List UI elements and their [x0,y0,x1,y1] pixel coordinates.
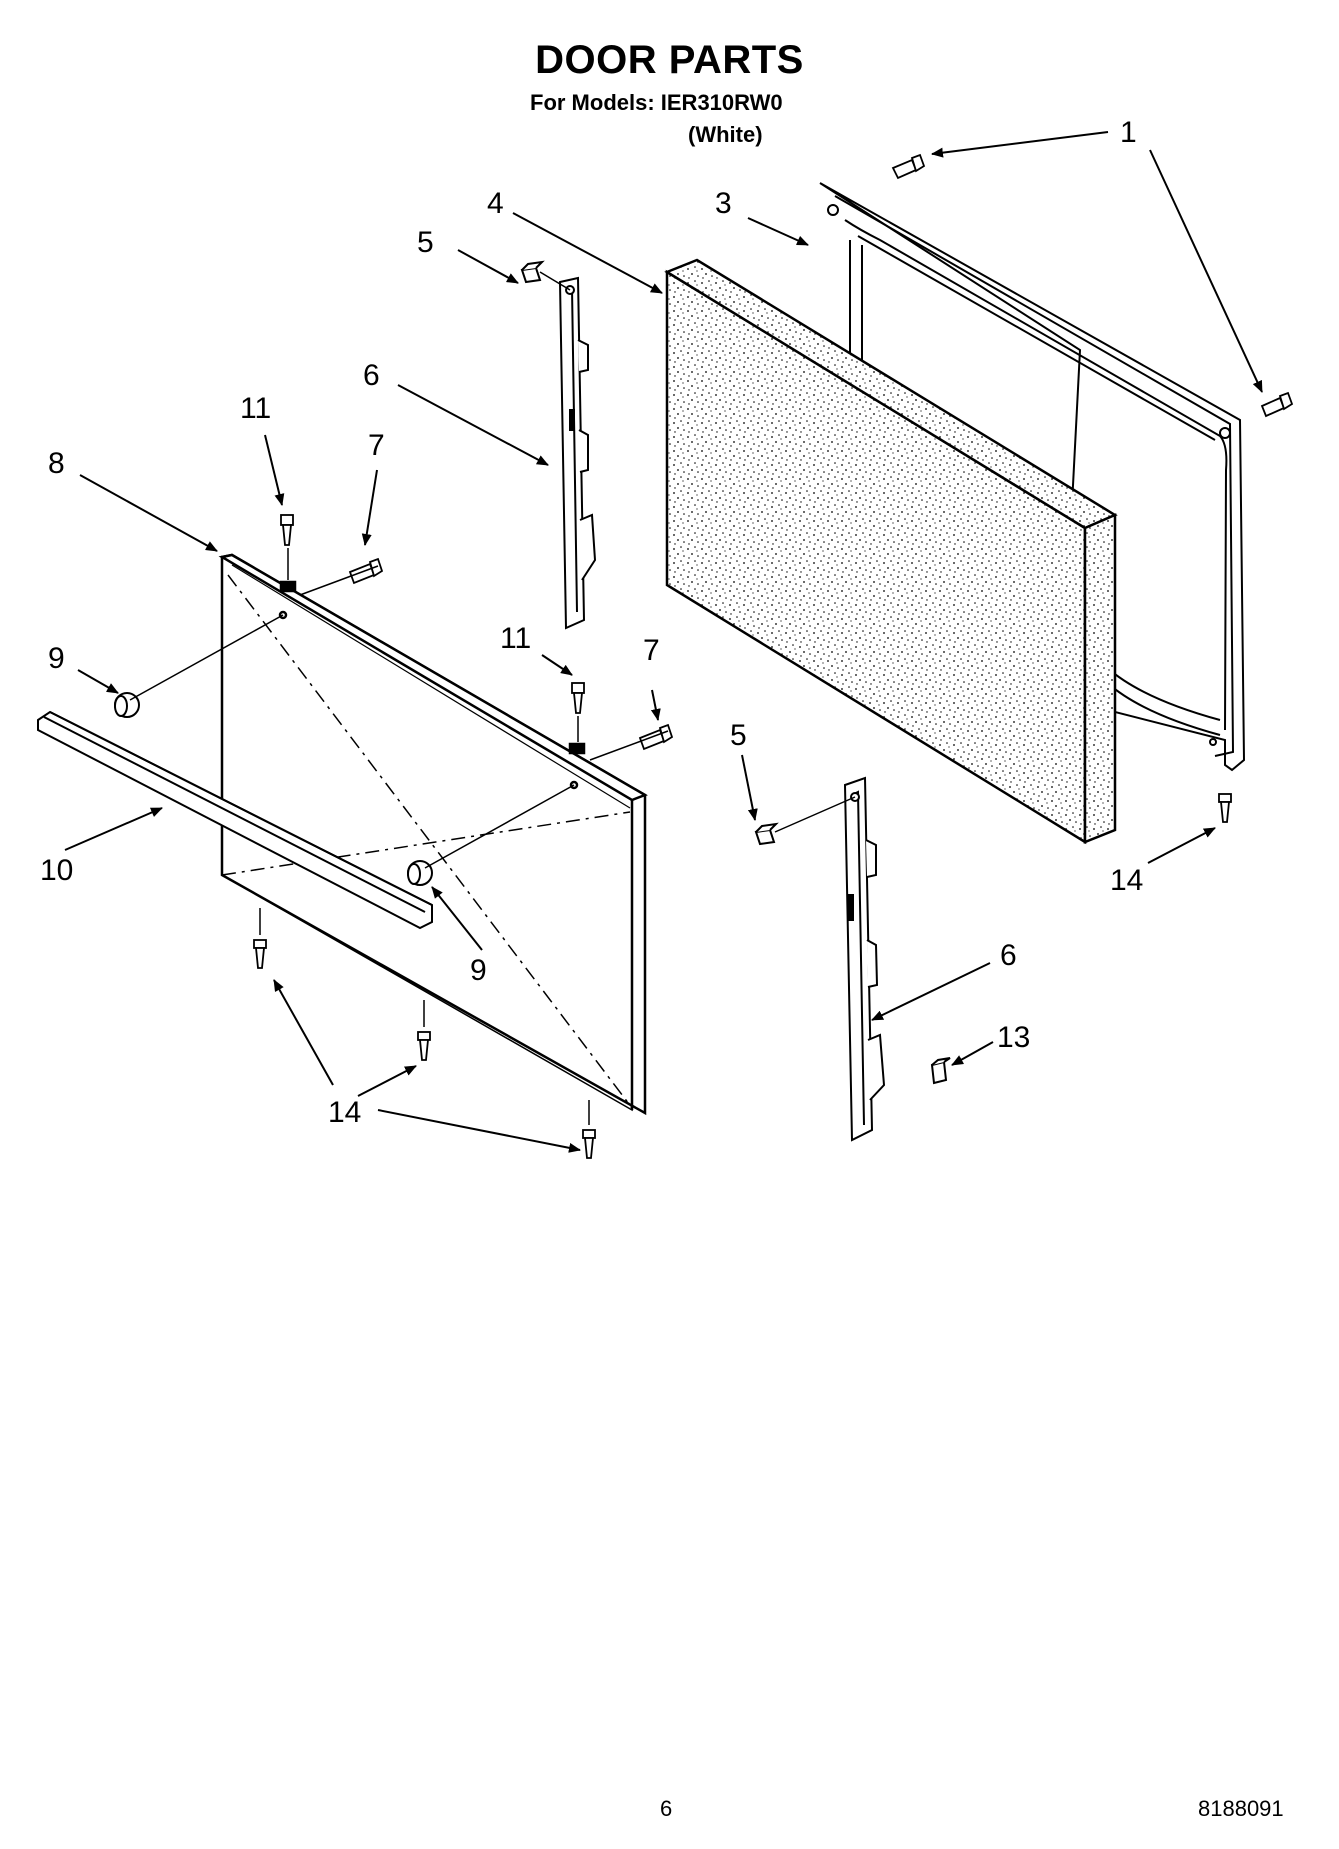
callout-5-lower: 5 [730,719,747,752]
door-hinge-rail-upper [558,276,597,630]
callout-8: 8 [48,447,65,480]
document-number: 8188091 [1198,1796,1284,1821]
assembly-guide-lines [129,271,856,1125]
screws [253,153,1294,1159]
hinge-clips [520,260,779,846]
door-hinge-rail-lower [843,776,886,1142]
callout-13: 13 [997,1021,1030,1054]
callout-6-lower: 6 [1000,939,1017,972]
callout-arrows [64,131,1263,1153]
insulation-block [664,258,1118,845]
callout-7-lower: 7 [643,634,660,667]
callout-5-upper: 5 [417,226,434,259]
page-title: DOOR PARTS [535,38,804,82]
callout-11-upper: 11 [240,392,271,425]
callout-1: 1 [1120,116,1137,149]
callout-14-right: 14 [1110,864,1143,897]
callout-14-left: 14 [328,1096,361,1129]
callout-9-left: 9 [48,642,65,675]
door-handle-trim [37,710,433,930]
callout-10: 10 [40,854,73,887]
callout-11-lower: 11 [500,622,531,655]
small-clip [930,1057,951,1085]
color-subtitle: (White) [688,122,763,147]
callout-6-upper: 6 [363,359,380,392]
outer-door-panel [218,553,648,1116]
callout-9-right: 9 [470,954,487,987]
callout-3: 3 [715,187,732,220]
callout-7-upper: 7 [368,429,385,462]
page-number: 6 [660,1796,673,1821]
models-subtitle: For Models: IER310RW0 [530,90,783,115]
callout-4: 4 [487,187,504,220]
